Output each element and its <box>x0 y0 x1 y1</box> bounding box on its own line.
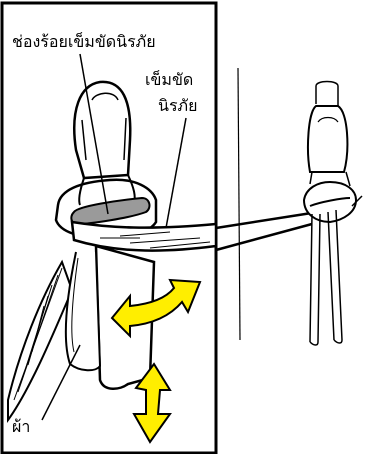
seat-edge-line <box>238 68 240 340</box>
leader-line-cloth <box>42 345 80 420</box>
overview-headrest-post <box>316 82 338 109</box>
seat-belt-label-line2: นิรภัย <box>158 96 197 116</box>
leader-line-belt <box>166 118 186 228</box>
cloth-label: ผ้า <box>12 417 30 437</box>
cloth-fabric <box>8 262 72 420</box>
connector-line-bottom <box>216 224 312 250</box>
belt-guide-label: ช่องร้อยเข็มขัดนิรภัย <box>12 32 156 52</box>
seat-belt-label-line1: เข็มขัด <box>145 70 193 90</box>
